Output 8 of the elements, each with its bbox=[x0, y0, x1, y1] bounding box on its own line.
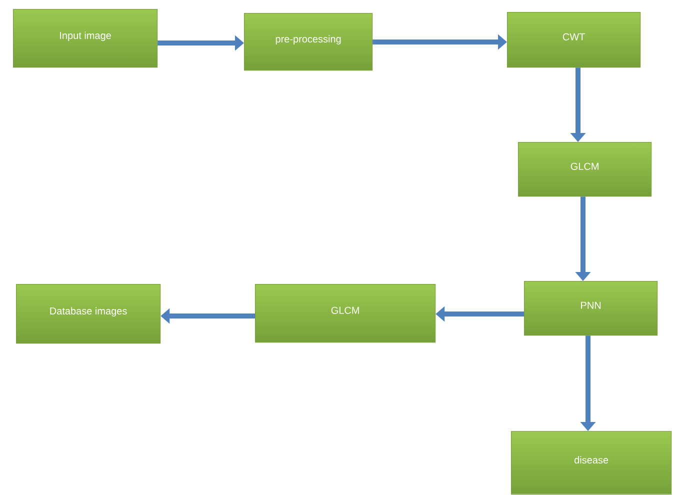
process-box: Input image bbox=[13, 9, 158, 68]
process-box: pre-processing bbox=[244, 13, 373, 71]
process-box: Database images bbox=[16, 284, 161, 344]
process-box: disease bbox=[511, 431, 672, 495]
process-box: GLCM bbox=[518, 142, 652, 197]
process-box: PNN bbox=[524, 281, 658, 336]
process-box: CWT bbox=[507, 12, 641, 68]
process-box: GLCM bbox=[255, 284, 436, 343]
